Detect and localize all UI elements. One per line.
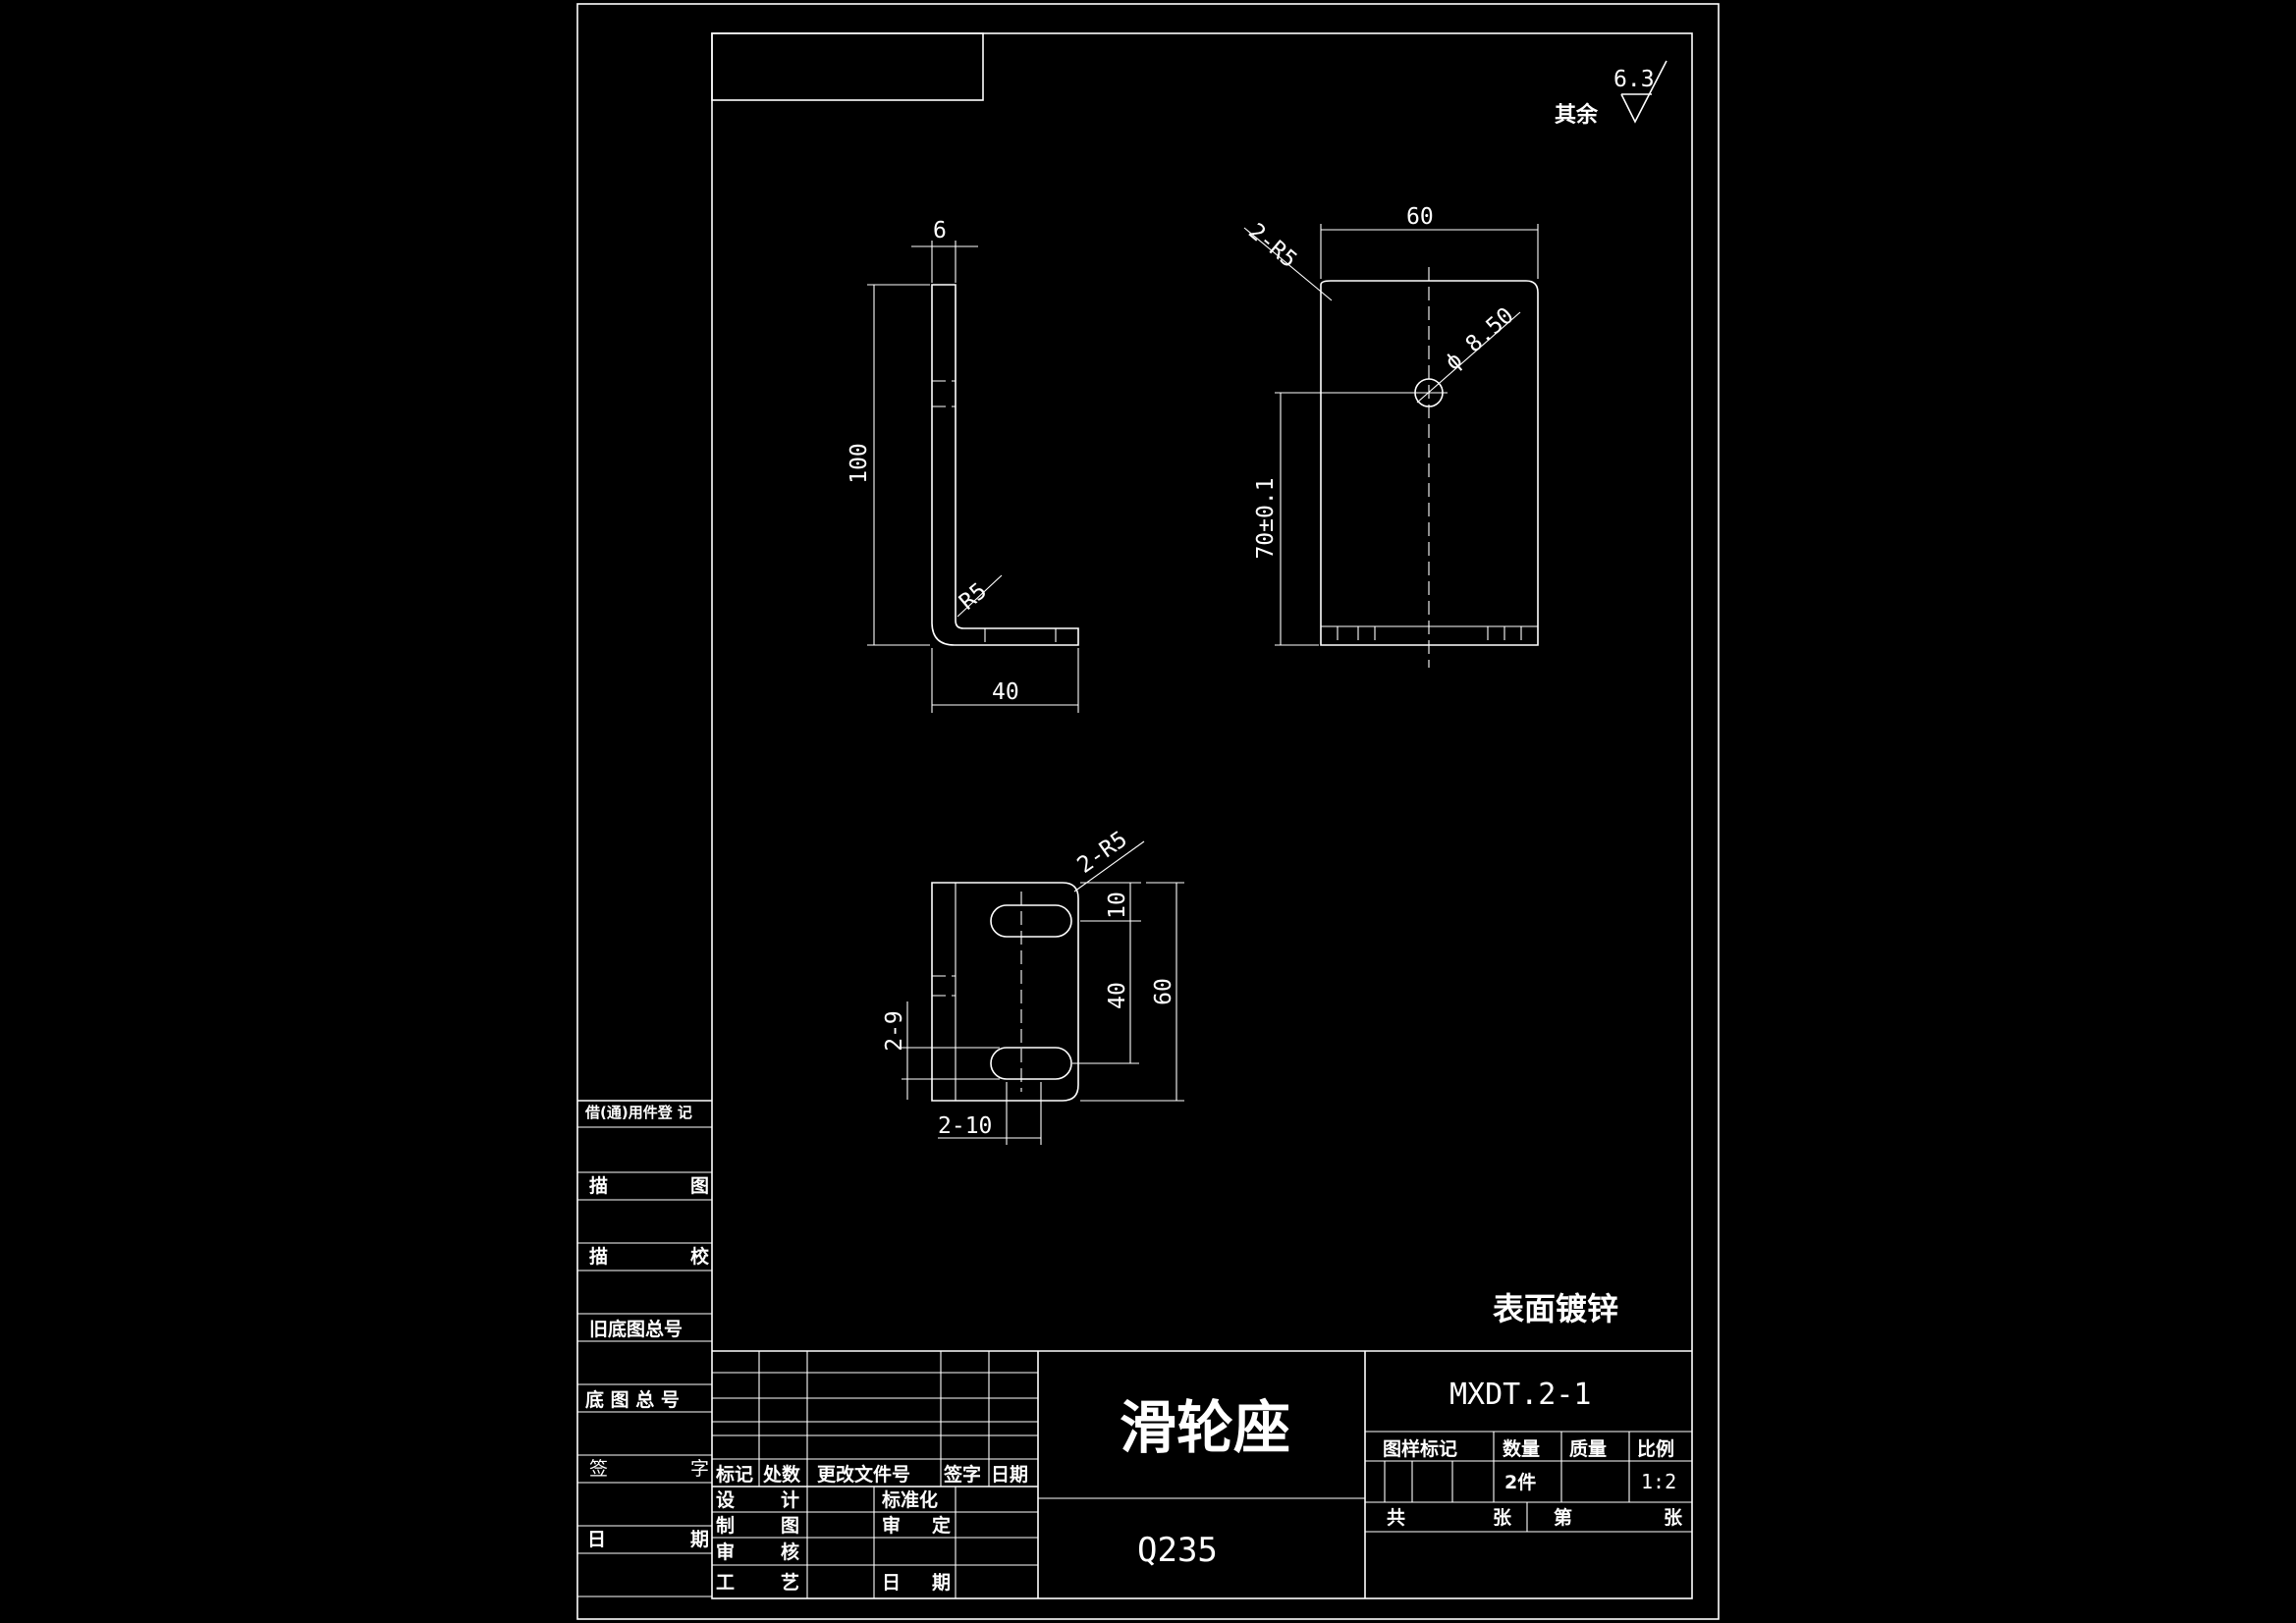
sheet-total-label: 共 bbox=[1387, 1507, 1405, 1529]
header-scale: 比例 bbox=[1637, 1437, 1674, 1460]
value-scale: 1:2 bbox=[1641, 1470, 1676, 1493]
role-standard: 标准化 bbox=[882, 1488, 938, 1511]
sheet-no-label: 第 bbox=[1554, 1506, 1572, 1529]
roughness-label: 其余 bbox=[1555, 102, 1599, 128]
dim-front-corner-radius: 2-R5 bbox=[1243, 219, 1301, 274]
dim-top-slot-edge: 10 bbox=[1105, 892, 1130, 919]
part-name: 滑轮座 bbox=[1120, 1394, 1290, 1461]
rev-header-date: 日期 bbox=[991, 1464, 1028, 1486]
top-view: 2-R5 10 40 60 2-9 2-10 bbox=[882, 827, 1184, 1145]
strip-label-base-number: 底 图 总 号 bbox=[585, 1388, 680, 1411]
dim-top-depth: 60 bbox=[1151, 978, 1176, 1005]
roughness-value: 6.3 bbox=[1613, 67, 1655, 92]
dim-hole-diameter: ϕ 8.50 bbox=[1441, 302, 1519, 375]
strip-label-trace: 描 图 bbox=[589, 1174, 709, 1197]
inner-frame bbox=[711, 32, 1693, 1599]
surface-note: 表面镀锌 bbox=[1493, 1290, 1618, 1327]
sheet-no-unit: 张 bbox=[1664, 1507, 1683, 1529]
dim-hole-height: 70±0.1 bbox=[1253, 477, 1279, 559]
roughness-symbol: 其余 6.3 bbox=[1555, 60, 1667, 128]
dim-thickness: 6 bbox=[933, 218, 947, 243]
strip-label-date: 日 期 bbox=[587, 1529, 709, 1550]
left-strip: 借(通)用件登 记 描 图 描 校 旧底图总号 底 图 总 号 签 字 日 期 bbox=[577, 1100, 712, 1554]
title-block: 标记 处数 更改文件号 签字 日期 设 计 制 图 审 核 工 艺 标准化 审 … bbox=[712, 1350, 1692, 1598]
corner-box bbox=[711, 32, 984, 101]
strip-label-sign: 签 字 bbox=[589, 1458, 709, 1480]
role-review: 审 核 bbox=[716, 1541, 799, 1563]
front-view: 60 2-R5 ϕ 8.50 70±0.1 bbox=[1243, 204, 1539, 668]
role-design: 设 计 bbox=[716, 1489, 799, 1511]
dim-height: 100 bbox=[847, 443, 872, 484]
value-quantity: 2件 bbox=[1504, 1471, 1536, 1493]
strip-label-borrow: 借(通)用件登 记 bbox=[584, 1104, 692, 1121]
role-approve: 审 定 bbox=[882, 1514, 951, 1537]
dim-top-slot-width: 2-9 bbox=[882, 1010, 907, 1052]
dim-base-length: 40 bbox=[992, 679, 1019, 705]
dim-top-slot-pitch: 40 bbox=[1105, 982, 1130, 1009]
role-date: 日 期 bbox=[882, 1572, 951, 1594]
material: Q235 bbox=[1137, 1531, 1218, 1570]
outer-frame bbox=[576, 3, 1720, 1620]
role-process: 工 艺 bbox=[716, 1572, 799, 1594]
strip-label-check: 描 校 bbox=[589, 1245, 710, 1268]
dim-top-slot-length: 2-10 bbox=[938, 1113, 992, 1139]
drawing-number: MXDT.2-1 bbox=[1449, 1378, 1592, 1412]
dim-front-width: 60 bbox=[1406, 204, 1434, 230]
dim-bend-radius: R5 bbox=[955, 578, 992, 616]
rev-header-sign: 签字 bbox=[943, 1463, 981, 1486]
sheet-total-unit: 张 bbox=[1493, 1507, 1512, 1529]
rev-header-document: 更改文件号 bbox=[817, 1463, 910, 1486]
role-draw: 制 图 bbox=[716, 1514, 799, 1537]
header-mass: 质量 bbox=[1569, 1438, 1607, 1460]
rev-header-count: 处数 bbox=[762, 1463, 801, 1486]
strip-label-old-number: 旧底图总号 bbox=[589, 1318, 683, 1340]
header-quantity: 数量 bbox=[1503, 1437, 1540, 1460]
side-view: 6 100 R5 40 bbox=[847, 218, 1079, 713]
rev-header-mark: 标记 bbox=[716, 1464, 753, 1486]
header-drawing-mark: 图样标记 bbox=[1383, 1437, 1457, 1460]
